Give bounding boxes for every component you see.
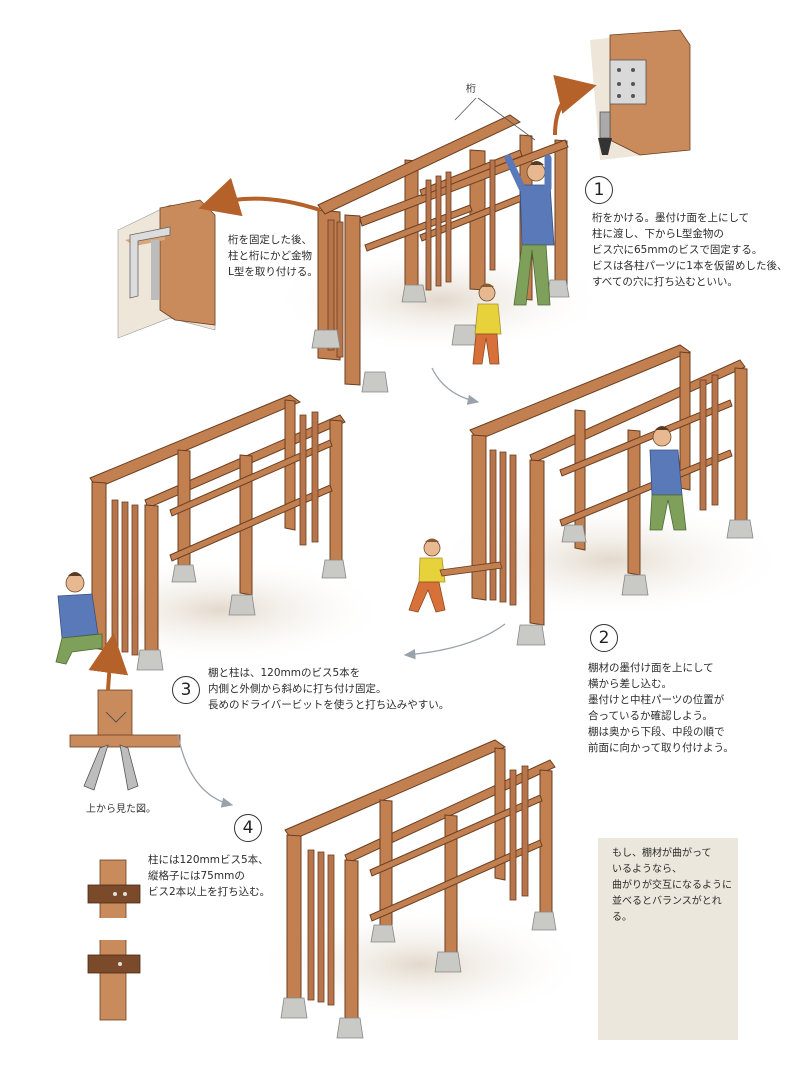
flow-arrow-3-to-4 (178, 735, 232, 805)
step-3-text: 棚と柱は、120mmのビス5本を 内側と外側から斜めに打ち付け固定。 長めのドラ… (208, 665, 449, 713)
arrow-to-bracket-detail (555, 88, 585, 135)
step4-frame-drawing (250, 740, 590, 1038)
corner-bracket-detail (118, 200, 215, 338)
arrow-to-corner-detail (210, 199, 320, 210)
keta-label: 桁 (466, 80, 476, 95)
step-3-number: 3 (172, 676, 200, 704)
step2-frame-drawing (409, 345, 790, 645)
step1-frame-drawing (270, 115, 610, 392)
step-4-number: 4 (234, 814, 262, 842)
step-2-number: 2 (590, 624, 618, 652)
step-2-text: 棚材の墨付け面を上にして 横から差し込む。 墨付けと中柱パーツの位置が 合ってい… (588, 660, 734, 756)
top-view-label: 上から見た図。 (86, 800, 156, 815)
bracket-screw-detail (590, 30, 690, 160)
step-1-text: 桁をかける。墨付け面を上にして 柱に渡し、下からL型金物の ビス穴に65mmのビ… (592, 210, 787, 290)
curve-tip-text: もし、棚材が曲がって いるようなら、 曲がりが交互になるように 並べるとバランス… (612, 846, 738, 926)
flow-arrow-1-to-2 (432, 368, 478, 402)
step3-frame-drawing (50, 395, 390, 670)
step-1-number: 1 (585, 176, 613, 204)
flow-arrow-2-to-3 (405, 624, 505, 655)
post-screw-detail (88, 860, 140, 1020)
step-4-text: 柱には120mmビス5本、 縦格子には75mmの ビス2本以上を打ち込む。 (148, 852, 270, 900)
curve-tip-box: もし、棚材が曲がって いるようなら、 曲がりが交互になるように 並べるとバランス… (598, 838, 738, 1040)
top-view-detail (70, 645, 180, 790)
corner-bracket-note: 桁を固定した後、 柱と桁にかど金物 L型を取り付ける。 (228, 232, 318, 280)
